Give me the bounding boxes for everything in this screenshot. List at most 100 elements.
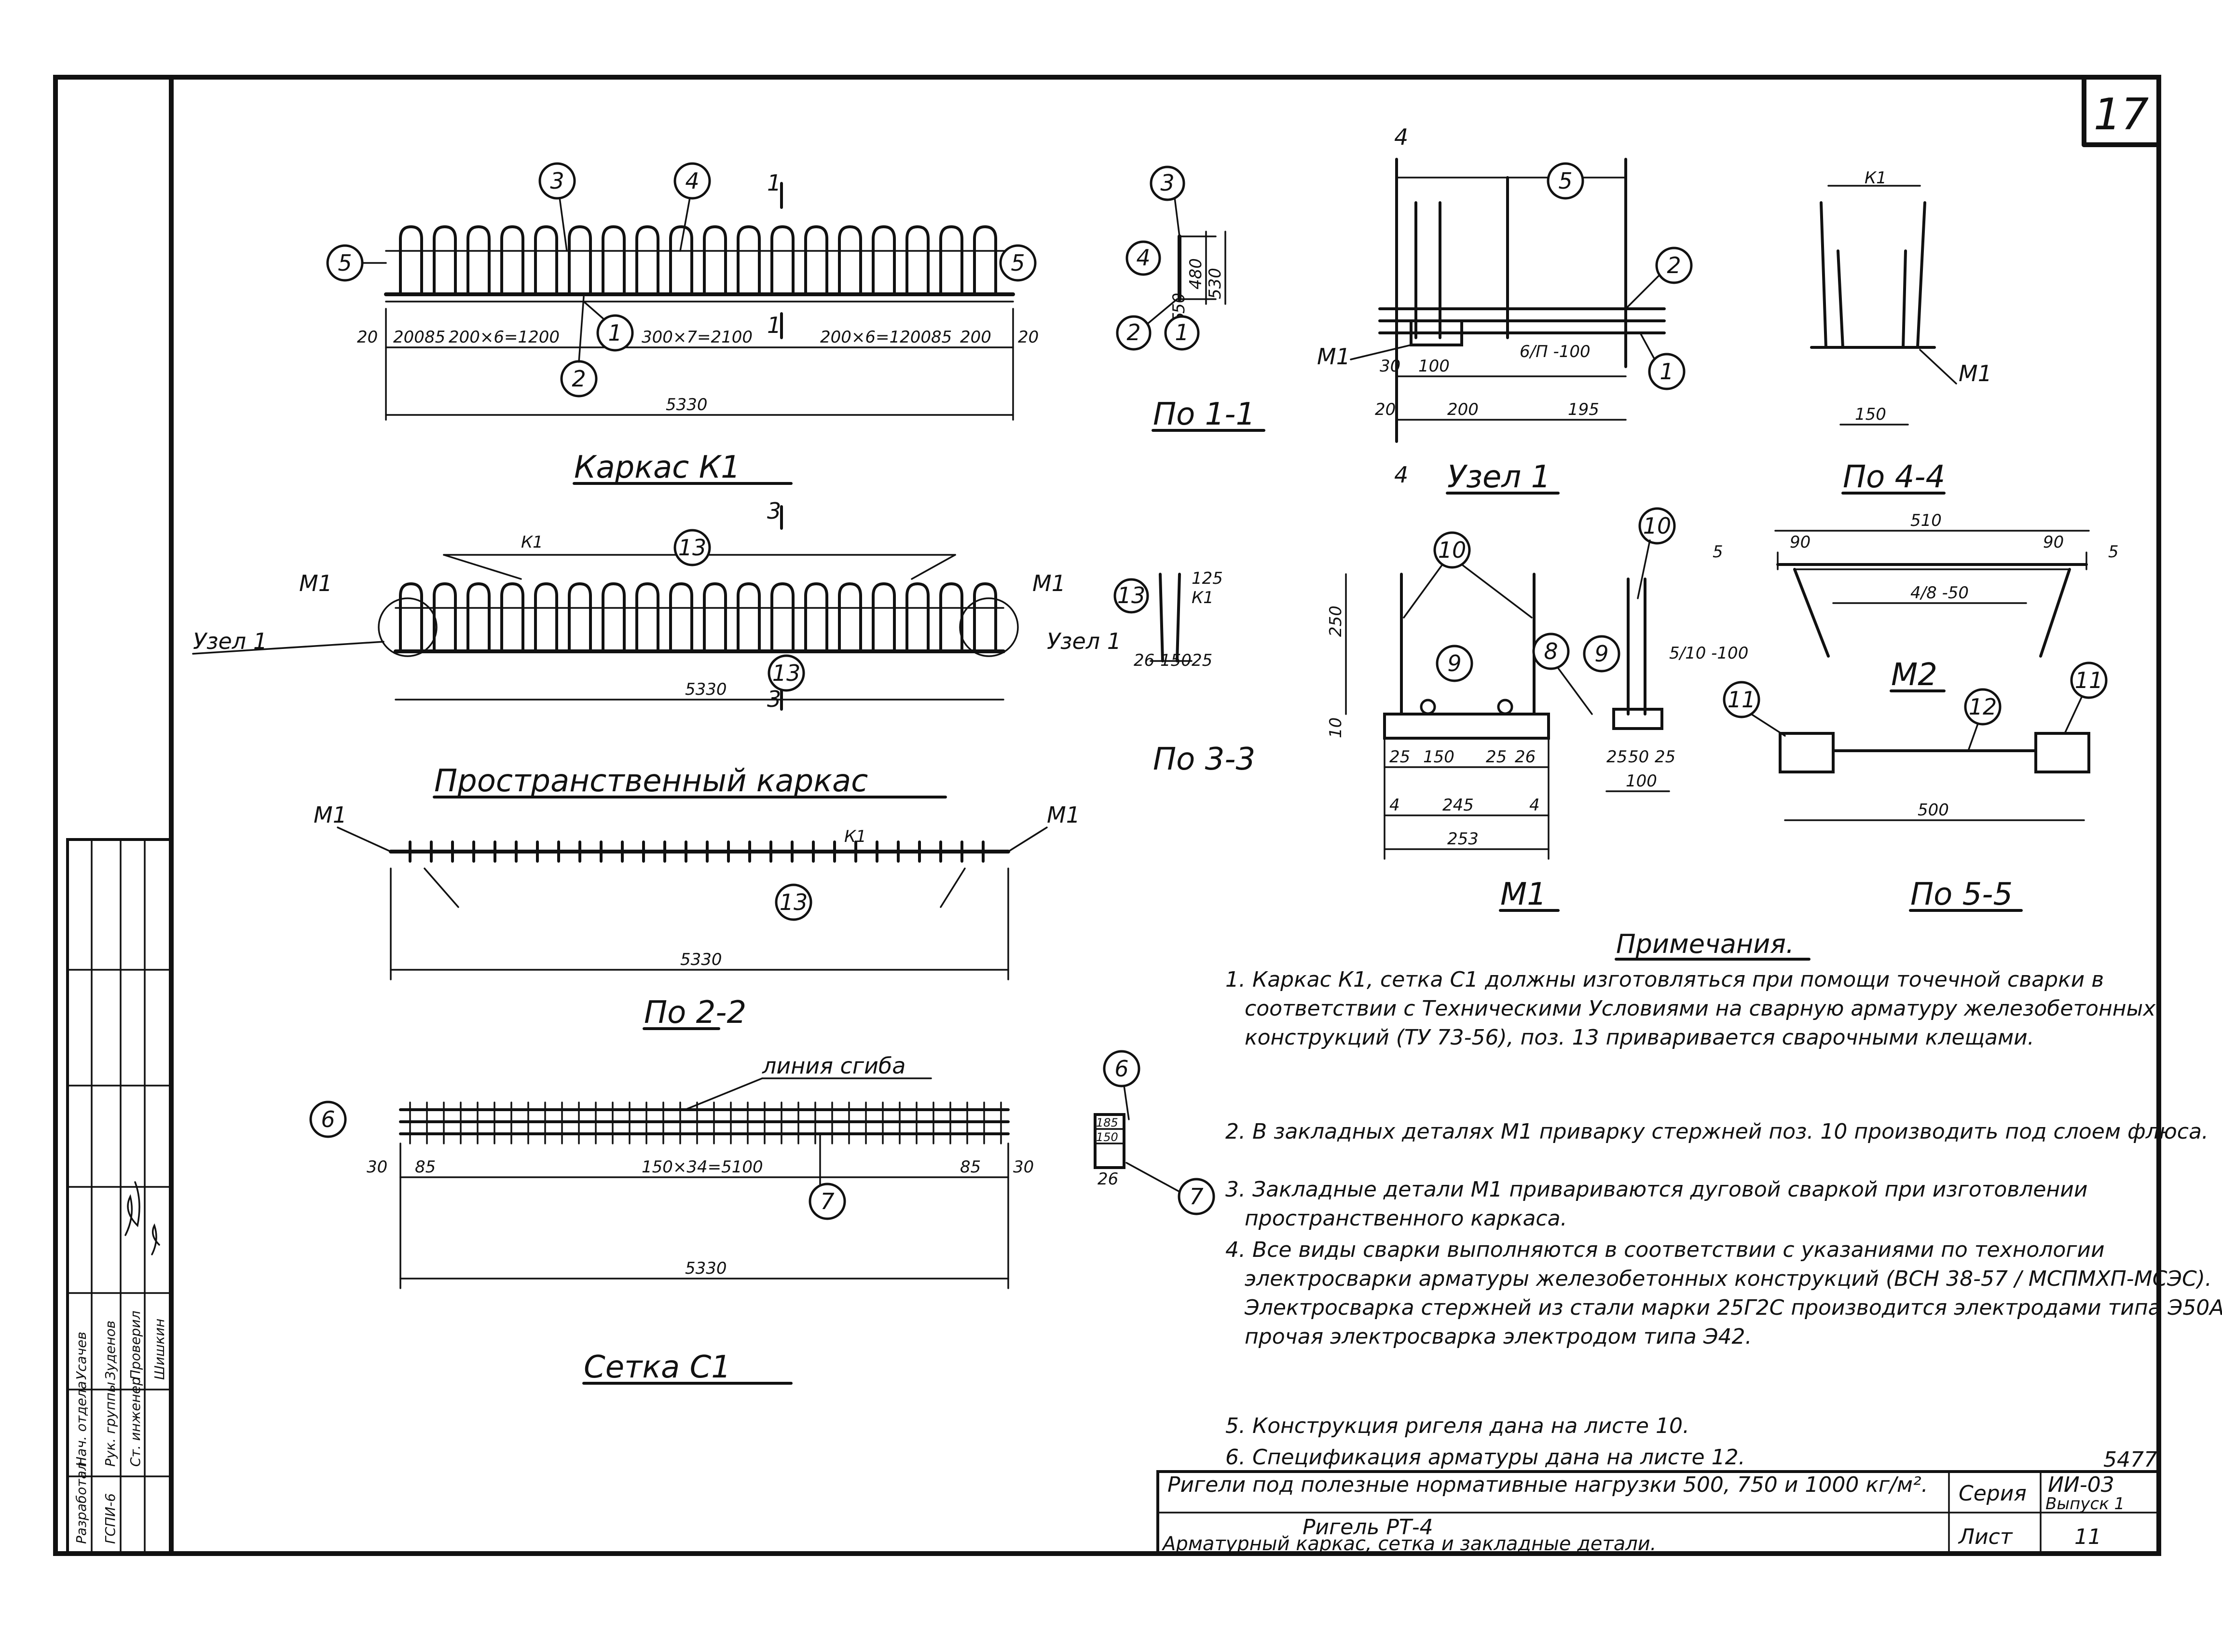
view-spatial-frame-side: 5330 3 3 К1 М1 М1 Узел 1 Узел 1 13 13 <box>192 498 1121 712</box>
svg-text:5/10 -100: 5/10 -100 <box>1669 644 1748 663</box>
position-marker <box>538 162 576 200</box>
svg-text:20: 20 <box>1018 328 1039 347</box>
svg-text:85: 85 <box>960 1157 981 1177</box>
svg-text:195: 195 <box>1568 400 1599 419</box>
svg-text:200: 200 <box>960 328 991 347</box>
overall-length: 5330 <box>666 395 708 414</box>
stirrup <box>534 225 558 296</box>
svg-text:1: 1 <box>1660 358 1673 385</box>
stirrup <box>703 582 727 653</box>
svg-text:90: 90 <box>1790 533 1811 552</box>
view-title: Пространственный каркас <box>434 763 868 799</box>
svg-text:30: 30 <box>1380 357 1400 376</box>
svg-text:4: 4 <box>1389 796 1400 815</box>
svg-text:7: 7 <box>1189 1184 1203 1210</box>
approval-stamp: Разработал ГСПИ-6 Нач. отдела Рук. групп… <box>66 838 173 1555</box>
svg-text:100: 100 <box>1418 357 1450 376</box>
stirrup <box>804 582 828 653</box>
view-po-4-4: К1 150 М1 По 4-4 <box>1810 168 1992 495</box>
svg-text:13: 13 <box>678 535 707 561</box>
stirrup <box>433 225 457 296</box>
svg-text:5: 5 <box>338 250 352 276</box>
position-marker <box>596 314 634 352</box>
sheet-label: Лист <box>1958 1525 2013 1549</box>
stirrup <box>500 582 524 653</box>
svg-text:4: 4 <box>685 168 699 194</box>
svg-text:200: 200 <box>1447 400 1479 419</box>
drawing-subtitle: Арматурный каркас, сетка и закладные дет… <box>1161 1533 1657 1555</box>
svg-text:85: 85 <box>931 328 952 347</box>
notes: Примечания. 1. Каркас К1, сетка С1 должн… <box>1225 929 2222 1470</box>
svg-text:200×6=1200: 200×6=1200 <box>449 328 560 347</box>
stirrup <box>770 225 795 296</box>
note-3: 3. Закладные детали М1 привариваются дуг… <box>1225 1177 2087 1231</box>
svg-text:5330: 5330 <box>680 950 722 969</box>
view-title: По 2-2 <box>644 995 746 1031</box>
svg-text:6: 6 <box>1114 1056 1128 1082</box>
note-1: 1. Каркас К1, сетка С1 должны изготовлят… <box>1225 967 2156 1050</box>
svg-text:1: 1 <box>767 312 781 338</box>
svg-text:85: 85 <box>415 1157 436 1177</box>
stirrup <box>602 582 626 653</box>
svg-text:25: 25 <box>1192 651 1212 670</box>
svg-text:200×6=1200: 200×6=1200 <box>820 328 931 347</box>
stirrup <box>973 225 997 296</box>
stirrups <box>399 225 997 296</box>
svg-text:125: 125 <box>1192 569 1223 588</box>
svg-text:4: 4 <box>1529 796 1540 815</box>
stirrup <box>838 582 862 653</box>
svg-text:5330: 5330 <box>685 1259 727 1278</box>
view-title: Узел 1 <box>1447 459 1550 495</box>
svg-text:250: 250 <box>1326 606 1345 637</box>
svg-text:2: 2 <box>1667 252 1681 278</box>
svg-text:2: 2 <box>1126 319 1140 345</box>
stirrup <box>466 225 491 296</box>
view-karkas-k1: 20 200 85 200×6=1200 300×7=2100 200×6=12… <box>326 162 1039 485</box>
svg-text:9: 9 <box>1447 650 1461 676</box>
issue: Выпуск 1 <box>2045 1494 2125 1514</box>
stirrup <box>737 582 761 653</box>
view-m1: 250 10 25 150 25 26 4 245 4 253 25 50 25… <box>1326 507 1748 912</box>
svg-text:М1: М1 <box>1317 344 1350 370</box>
stirrup <box>804 225 828 296</box>
svg-text:25: 25 <box>1389 747 1410 767</box>
stirrup <box>905 582 930 653</box>
svg-text:6: 6 <box>321 1106 335 1132</box>
svg-text:12: 12 <box>1969 694 1997 720</box>
svg-text:10: 10 <box>1643 513 1672 539</box>
stirrup <box>635 582 659 653</box>
stirrup <box>838 225 862 296</box>
svg-text:500: 500 <box>1918 800 1949 820</box>
svg-text:150: 150 <box>1423 747 1454 767</box>
view-uzel-1: 100 30 20 200 195 М1 6/П -100 4 4 5 2 1 … <box>1317 124 1693 495</box>
svg-text:К1: К1 <box>521 533 543 552</box>
svg-text:5: 5 <box>1713 542 1723 562</box>
svg-text:11: 11 <box>2075 667 2103 693</box>
stirrup <box>433 582 457 653</box>
stirrup <box>534 582 558 653</box>
svg-text:10: 10 <box>1326 717 1345 738</box>
stamp-role-1: Разработал <box>73 1462 89 1544</box>
view-title: По 1-1 <box>1153 397 1255 432</box>
view-title: М2 <box>1891 657 1937 693</box>
stamp-role-3: Рук. группы <box>102 1382 118 1467</box>
svg-text:4: 4 <box>1394 124 1408 150</box>
svg-text:26: 26 <box>1134 651 1154 670</box>
svg-text:13: 13 <box>1117 582 1146 608</box>
position-marker <box>673 162 711 200</box>
stirrup <box>669 225 693 296</box>
svg-text:30: 30 <box>367 1157 387 1177</box>
svg-text:50: 50 <box>1628 747 1649 767</box>
svg-text:Узел 1: Узел 1 <box>1047 628 1121 654</box>
svg-text:5: 5 <box>1558 168 1572 194</box>
svg-text:9: 9 <box>1594 641 1608 667</box>
view-title: По 4-4 <box>1843 459 1945 495</box>
stirrup <box>905 225 930 296</box>
svg-text:300×7=2100: 300×7=2100 <box>642 328 753 347</box>
view-title: По 3-3 <box>1153 742 1255 777</box>
stirrup <box>568 225 592 296</box>
view-title: Сетка С1 <box>584 1349 731 1385</box>
stamp-role-4: Ст. инженер <box>127 1377 143 1467</box>
